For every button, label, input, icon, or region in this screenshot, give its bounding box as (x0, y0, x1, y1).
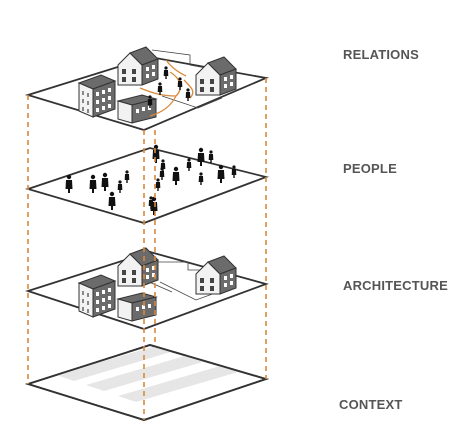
relations-house-1 (117, 46, 159, 86)
context-stripes (56, 346, 238, 402)
layer-connectors (27, 78, 267, 420)
architecture-house-1 (117, 247, 159, 287)
layer-label-architecture: ARCHITECTURE (343, 278, 448, 293)
people-layer (25, 144, 270, 224)
layer-label-context: CONTEXT (339, 397, 403, 412)
layer-label-people: PEOPLE (343, 161, 397, 176)
architecture-block-building (78, 274, 116, 318)
context-layer (25, 344, 269, 421)
relations-house-2 (195, 56, 237, 96)
relations-layer (24, 46, 270, 131)
architecture-house-2 (195, 255, 237, 295)
layer-label-relations: RELATIONS (343, 47, 419, 62)
architecture-layer (25, 247, 269, 330)
architecture-low-building (117, 292, 157, 322)
relations-block-building (78, 74, 116, 118)
